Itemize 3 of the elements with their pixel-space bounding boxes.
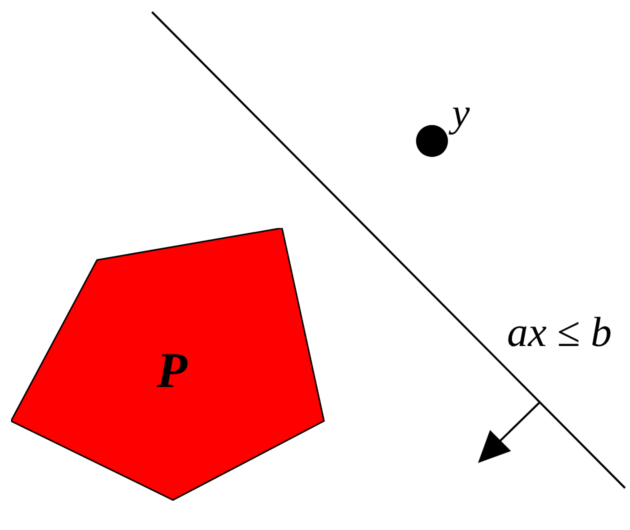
region-label: P bbox=[156, 345, 188, 395]
inequality-label: ax ≤ b bbox=[507, 312, 612, 354]
polygon-region bbox=[11, 228, 325, 501]
